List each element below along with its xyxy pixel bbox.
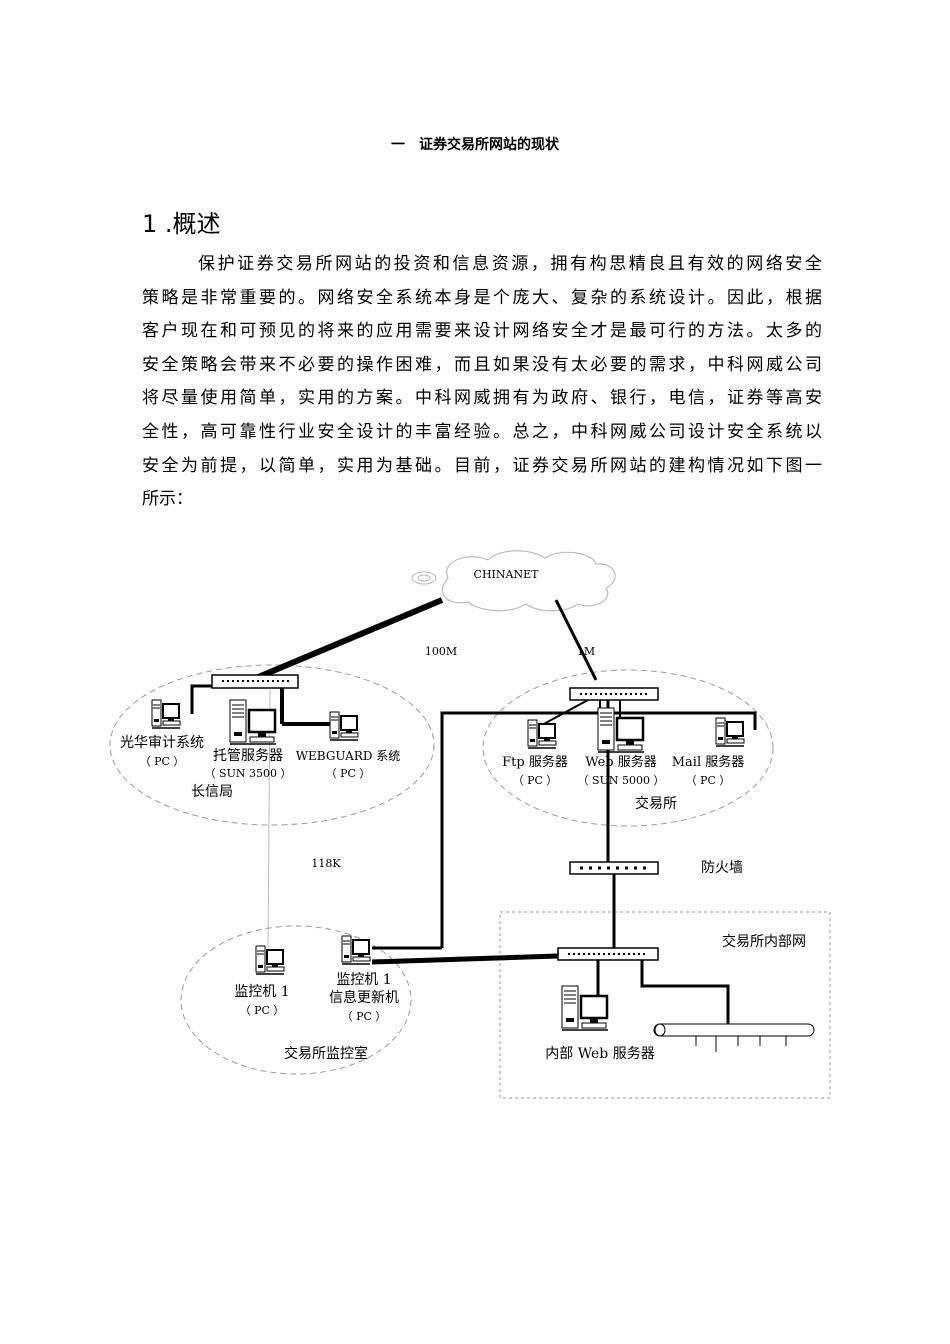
exchange-label: 交易所 (635, 795, 677, 812)
firewall-label: 防火墙 (701, 860, 743, 876)
monitor2-role: 信息更新机 (329, 989, 399, 1006)
paragraph-line: 全性，高可靠性行业安全设计的丰富经验。总之，中科网威公司设计安全系统以 (142, 421, 822, 442)
body-paragraph: 保护证券交易所网站的投资和信息资源，拥有构思精良且有效的网络安全 策略是非常重要… (142, 248, 822, 517)
webguard-type: （ PC ） (326, 767, 371, 780)
internal-bus-icon (653, 1023, 815, 1052)
mail-pc-icon (715, 717, 745, 747)
guanghua-pc-icon (151, 699, 181, 729)
monitor1-label: 监控机 1 (234, 984, 289, 1000)
exchange-region (482, 669, 774, 827)
internal-network-region (499, 911, 831, 1099)
link-1m-label: 1M (577, 645, 595, 658)
hosting-server-type: （ SUN 3500 ） (205, 767, 292, 780)
mail-type: （ PC ） (686, 774, 731, 787)
webguard-pc-icon (329, 711, 359, 741)
ftp-label: Ftp 服务器 (502, 754, 568, 770)
monitor1-pc-icon (255, 945, 285, 975)
monitor2-pc-icon (341, 935, 371, 965)
hosting-server-label: 托管服务器 (213, 748, 283, 764)
guanghua-type: （ PC ） (140, 755, 185, 768)
web-server-type: （ SUN 5000 ） (578, 774, 665, 787)
paragraph-line: 客户现在和可预见的将来的应用需要来设计网络安全才是最可行的方法。太多的 (142, 321, 822, 342)
link-118k-label: 118K (311, 857, 341, 870)
chinanet-cloud: CHINANET (411, 550, 616, 612)
monitor-room-label: 交易所监控室 (284, 1045, 368, 1062)
cloud-label: CHINANET (474, 568, 540, 581)
hosting-server-icon (228, 698, 278, 746)
paragraph-line: 将尽量使用简单，实用的方案。中科网威拥有为政府、银行，电信，证券等高安 (142, 388, 822, 409)
section-title-text: 证券交易所网站的现状 (419, 137, 559, 153)
guanghua-label: 光华审计系统 (120, 735, 204, 751)
paragraph-line: 安全为前提，以简单，实用为基础。目前，证券交易所网站的建构情况如下图一 (142, 455, 822, 476)
link-100m (254, 597, 444, 681)
internal-web-server-icon (560, 984, 610, 1032)
ftp-type: （ PC ） (513, 774, 558, 787)
monitor2-label: 监控机 1 (336, 972, 391, 988)
monitor2-type: （ PC ） (342, 1010, 387, 1023)
web-server-label: Web 服务器 (585, 754, 656, 770)
monitor1-type: （ PC ） (240, 1004, 285, 1017)
paragraph-line: 策略是非常重要的。网络安全系统本身是个庞大、复杂的系统设计。因此，根据 (142, 287, 822, 308)
paragraph-line: 保护证券交易所网站的投资和信息资源，拥有构思精良且有效的网络安全 (198, 254, 822, 274)
monitor-room-region (180, 925, 412, 1075)
link-100m-label: 100M (425, 645, 457, 658)
link-1m (554, 599, 598, 681)
paragraph-line: 所示： (142, 489, 193, 510)
link-monitor-internal (371, 953, 559, 965)
internal-web-server-label: 内部 Web 服务器 (545, 1046, 654, 1062)
firewall-icon (569, 861, 659, 875)
internal-switch (557, 947, 730, 1024)
ftp-pc-icon (527, 719, 557, 749)
changxin-region (109, 664, 435, 826)
mail-label: Mail 服务器 (672, 754, 745, 770)
webguard-label: WEBGUARD 系统 (296, 749, 401, 763)
changxin-label: 长信局 (191, 784, 233, 800)
subheading: 1 .概述 (142, 210, 221, 238)
left-switch (190, 674, 330, 726)
section-title: 一证券交易所网站的现状 (0, 134, 950, 154)
paragraph-line: 安全策略会带来不必要的操作困难，而且如果没有太必要的需求，中科网威公司 (142, 354, 822, 375)
internal-network-label: 交易所内部网 (722, 933, 806, 950)
section-number: 一 (391, 137, 405, 153)
